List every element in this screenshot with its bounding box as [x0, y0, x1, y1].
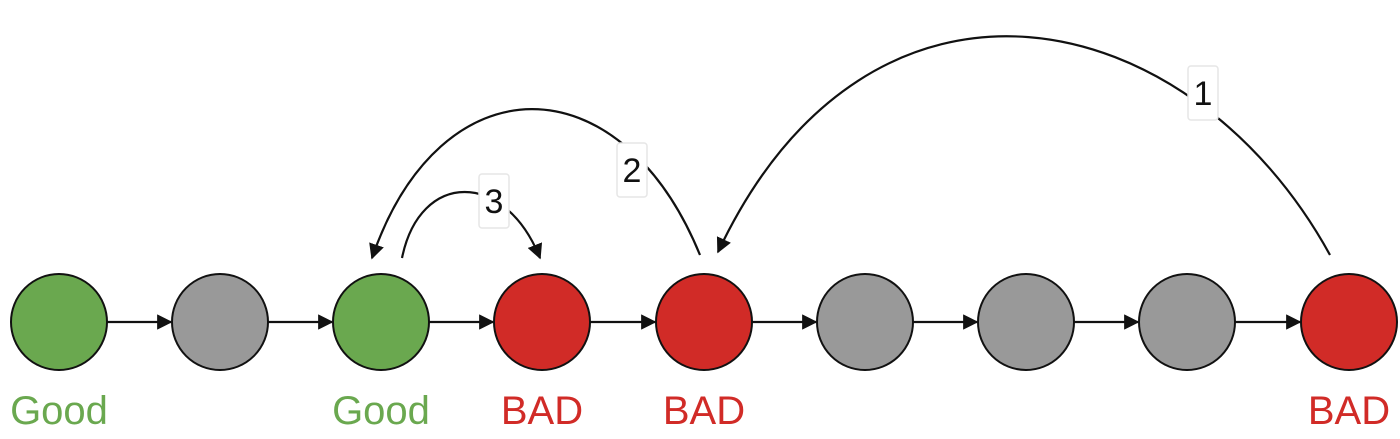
commit-node-7-neutral	[977, 273, 1075, 371]
jump-arc-1	[716, 35, 1331, 256]
node-label-5: BAD	[663, 389, 745, 433]
commit-node-4-bad	[493, 273, 591, 371]
jump-label-box-3	[478, 173, 510, 229]
jump-arc-3	[400, 191, 543, 260]
jump-arc-2	[369, 108, 702, 260]
commit-node-1-good	[10, 273, 108, 371]
jump-label-1: 1	[1194, 75, 1213, 113]
commit-node-2-neutral	[171, 273, 269, 371]
jump-label-box-2	[616, 142, 648, 198]
node-label-4: BAD	[501, 389, 583, 433]
node-label-3: Good	[332, 389, 430, 433]
commit-node-6-neutral	[816, 273, 914, 371]
jump-label-3: 3	[485, 183, 504, 221]
commit-node-3-good	[332, 273, 430, 371]
commit-node-9-bad	[1300, 273, 1398, 371]
commit-node-5-bad	[655, 273, 753, 371]
jump-label-box-1	[1187, 65, 1219, 121]
node-label-1: Good	[10, 389, 108, 433]
node-label-9: BAD	[1308, 389, 1390, 433]
commit-node-8-neutral	[1138, 273, 1236, 371]
jump-label-2: 2	[623, 152, 642, 190]
